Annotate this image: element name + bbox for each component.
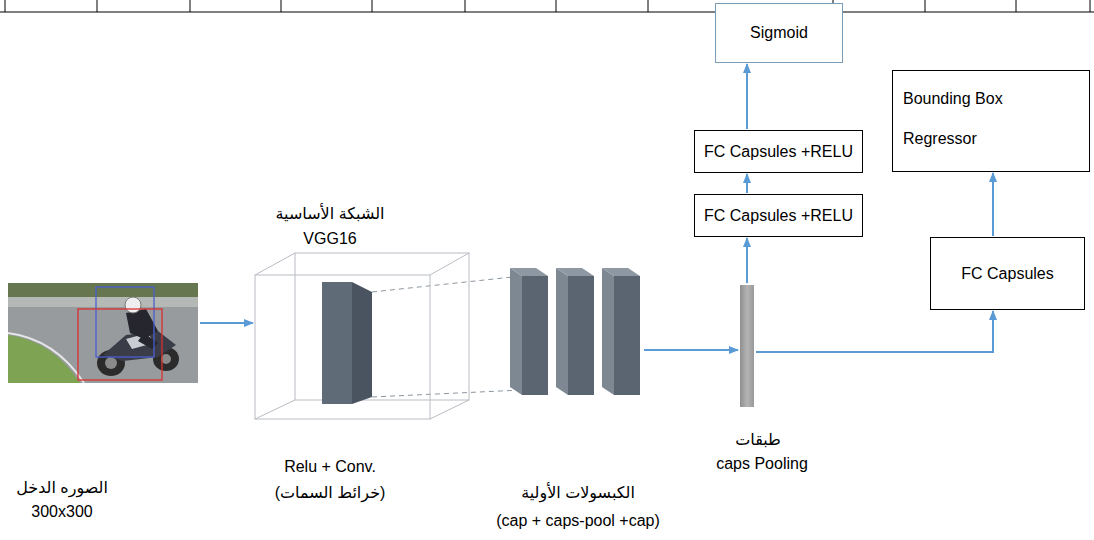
table-tick: [372, 0, 373, 12]
capsule-slab: [568, 276, 594, 395]
table-tick: [281, 0, 282, 12]
trees: [8, 283, 198, 297]
flow-arrow: [746, 174, 748, 193]
node-label: الشبكة الأساسية: [276, 205, 385, 222]
road: [8, 283, 198, 383]
label-holder: طبقات: [735, 430, 781, 449]
label-holder: الكبسولات الأولية: [521, 483, 635, 502]
node-label: (خرائط السمات): [275, 484, 386, 501]
cube-edge: [430, 400, 469, 419]
node-label: طبقات: [735, 431, 781, 448]
output-box: Sigmoid: [715, 3, 843, 63]
input-image-drawing: [8, 283, 198, 383]
label-holder: (cap + caps-pool +cap): [496, 512, 660, 530]
table-border: [0, 12, 1094, 13]
capsule-top: [602, 268, 640, 276]
box-label: Sigmoid: [750, 24, 808, 42]
table-ticks: [5, 0, 1090, 12]
wheel-hub: [105, 357, 117, 369]
grass: [8, 335, 80, 383]
input-image: الصوره الدخل300x300: [8, 283, 198, 383]
label-holder: Relu + Conv.: [284, 458, 376, 476]
bounding-box: [78, 309, 162, 380]
node-label: caps Pooling: [716, 455, 808, 472]
cube-edge: [430, 253, 469, 275]
backbone-cube: الشبكة الأساسيةVGG16Relu + Conv.(خرائط ا…: [255, 252, 470, 420]
projection-line: [372, 276, 522, 292]
capsule-slab: [522, 276, 548, 395]
bounding-box: [96, 287, 154, 357]
node-label: VGG16: [303, 230, 356, 247]
flow-arrow: [200, 322, 253, 324]
node-label: الكبسولات الأولية: [521, 484, 635, 501]
process-box: FC Capsules +RELU: [694, 130, 863, 173]
capsule-side: [602, 268, 614, 395]
pooling-bar-drawing: [740, 285, 754, 407]
table-tick: [1016, 0, 1017, 12]
table-tick: [648, 0, 649, 12]
process-box: FC Capsules +RELU: [694, 194, 863, 237]
node-label: (cap + caps-pool +cap): [496, 512, 660, 529]
box-label: FC Capsules +RELU: [704, 207, 853, 225]
table-tick: [5, 0, 6, 12]
node-label: الصوره الدخل: [16, 479, 108, 496]
primary-capsules: الكبسولات الأولية(cap + caps-pool +cap): [510, 268, 642, 395]
rider: [126, 309, 158, 339]
backbone-cube-drawing: [255, 252, 470, 420]
flow-arrow: [746, 64, 748, 129]
feature-map: [322, 282, 352, 404]
capsule-top: [556, 268, 594, 276]
projection-line: [372, 390, 522, 397]
far-road: [8, 297, 198, 307]
feature-map-side: [352, 282, 372, 404]
wireframe-cube: [255, 253, 469, 419]
helmet: [125, 297, 141, 313]
flow-arrow: [992, 173, 994, 236]
primary-capsules-drawing: [510, 268, 642, 395]
label-holder: الشبكة الأساسية: [276, 204, 385, 223]
label-holder: (خرائط السمات): [275, 483, 386, 502]
rider-leg: [138, 333, 158, 349]
label-holder: 300x300: [31, 503, 92, 521]
process-box: FC Capsules: [930, 237, 1085, 310]
capsule-top: [510, 268, 548, 276]
label-holder: VGG16: [303, 230, 356, 248]
capsule-slab: [614, 276, 640, 395]
cube-front-face: [255, 275, 430, 419]
pooling-layer: [740, 285, 754, 407]
box-label: FC Capsules: [961, 265, 1053, 283]
box-label: FC Capsules +RELU: [704, 143, 853, 161]
table-tick: [1090, 0, 1091, 12]
output-box: Bounding Box Regressor: [892, 70, 1090, 172]
curb: [8, 333, 84, 383]
capsule-side: [556, 268, 568, 395]
capsule-side: [510, 268, 522, 395]
flow-arrow: [756, 311, 993, 352]
flow-arrow: [644, 349, 738, 351]
table-tick: [465, 0, 466, 12]
label-holder: الصوره الدخل: [16, 478, 108, 497]
pooling-bar: طبقاتcaps Pooling: [740, 285, 754, 407]
table-tick: [190, 0, 191, 12]
table-tick: [556, 0, 557, 12]
table-tick: [925, 0, 926, 12]
label-holder: caps Pooling: [716, 455, 808, 473]
flow-arrow: [746, 238, 748, 283]
node-label: Relu + Conv.: [284, 458, 376, 475]
node-label: 300x300: [31, 503, 92, 520]
table-tick: [97, 0, 98, 12]
cube-edge: [255, 400, 295, 419]
cube-edge: [255, 253, 295, 275]
box-label: Bounding Box Regressor: [903, 79, 1023, 159]
